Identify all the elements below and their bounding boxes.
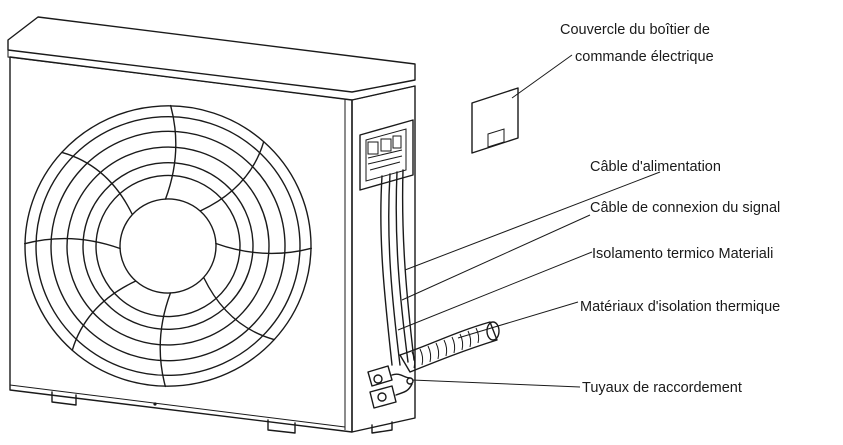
- leader-lines: [397, 54, 661, 388]
- leader-power-cable: [404, 171, 661, 271]
- label-pipes: Tuyaux de raccordement: [582, 380, 742, 396]
- outdoor-unit: [7, 16, 416, 434]
- label-cover-line2: commande électrique: [575, 49, 714, 65]
- unit-foot-left: [51, 391, 77, 406]
- unit-top-lid: [7, 16, 416, 93]
- label-insulation-fr: Matériaux d'isolation thermique: [580, 299, 780, 315]
- leader-insulation-fr: [457, 301, 579, 339]
- connecting-pipes: [367, 365, 414, 409]
- insulated-pipes: [399, 321, 500, 373]
- unit-foot-right: [267, 419, 296, 434]
- label-insulation-it: Isolamento termico Materiali: [592, 246, 773, 262]
- fan-hub: [119, 198, 217, 294]
- label-signal-cable: Câble de connexion du signal: [590, 200, 780, 216]
- leader-signal-cable: [401, 214, 591, 301]
- label-power-cable: Câble d'alimentation: [590, 159, 721, 175]
- leader-pipes: [411, 379, 581, 388]
- labels: Couvercle du boîtier de commande électri…: [560, 22, 780, 396]
- leader-insulation-it: [397, 251, 593, 331]
- fan-grille: [23, 104, 313, 388]
- unit-front-face: [9, 56, 353, 433]
- unit-foot-side: [371, 421, 393, 434]
- cables: [380, 169, 415, 366]
- unit-side-face: [351, 85, 416, 433]
- leader-cover: [511, 54, 573, 99]
- electric-box-cover: [471, 87, 519, 154]
- label-cover-line1: Couvercle du boîtier de: [560, 22, 710, 38]
- electric-box: [359, 119, 414, 191]
